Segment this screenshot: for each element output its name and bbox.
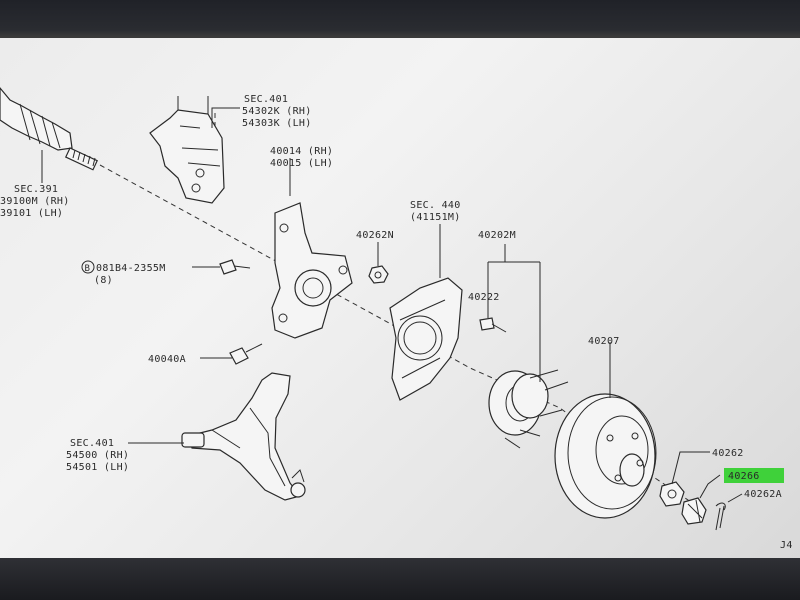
leader-sec401-top — [211, 107, 240, 128]
cap-40266-part — [681, 497, 707, 525]
label-40262A: 40262A — [744, 489, 782, 500]
label-sec401-top-ref: SEC.401 — [244, 94, 288, 105]
label-sec401-top-lh: 54303K (LH) — [242, 118, 312, 129]
label-sec440-num: (41151M) — [410, 212, 461, 223]
label-40262: 40262 — [712, 448, 744, 459]
label-40040A: 40040A — [148, 354, 186, 365]
label-knuckle-rh: 40014 (RH) — [270, 146, 333, 157]
label-sec401-bot-lh: 54501 (LH) — [66, 462, 129, 473]
bolt-081B4-part — [219, 259, 251, 275]
label-sec401-bot-ref: SEC.401 — [70, 438, 114, 449]
cotter-pin-40262A-part — [715, 502, 726, 531]
leader-40262A — [727, 493, 743, 503]
label-sec440-ref: SEC. 440 — [410, 200, 461, 211]
monitor-bottom-bezel — [0, 558, 800, 600]
brake-rotor-part — [554, 393, 657, 519]
leader-40262 — [671, 451, 710, 485]
wheel-hub-part — [488, 369, 569, 449]
nut-40262-part — [659, 481, 685, 507]
label-sec391-ref: SEC.391 — [14, 184, 58, 195]
brake-backing-plate-part — [389, 277, 463, 401]
label-40262N: 40262N — [356, 230, 394, 241]
leader-40266 — [699, 474, 721, 499]
parts-diagram-page: SEC.401 54302K (RH) 54303K (LH) 40014 (R… — [0, 38, 800, 558]
label-40207: 40207 — [588, 336, 620, 347]
label-knuckle-lh: 40015 (LH) — [270, 158, 333, 169]
label-sec391-rh: 39100M (RH) — [0, 196, 70, 207]
page-code: J4 — [780, 540, 793, 551]
part-highlight-marker — [724, 468, 784, 483]
label-40202M: 40202M — [478, 230, 516, 241]
label-40266: 40266 — [728, 471, 760, 482]
bolt-40040A-part — [229, 343, 263, 365]
drive-shaft-part — [0, 87, 98, 171]
label-bolt-code: 081B4-2355M — [96, 263, 166, 274]
label-sec401-top-rh: 54302K (RH) — [242, 106, 312, 117]
bolt-marker-letter: B — [85, 264, 91, 274]
nut-40262N-part — [368, 265, 389, 284]
label-40222: 40222 — [468, 292, 500, 303]
bolt-marker-circle — [81, 260, 95, 274]
steering-knuckle-part — [271, 202, 353, 339]
lower-control-arm-part — [181, 372, 306, 501]
label-sec401-bot-rh: 54500 (RH) — [66, 450, 129, 461]
label-sec391-lh: 39101 (LH) — [0, 208, 63, 219]
leader-40202M — [487, 244, 541, 382]
bolt-40222-part — [479, 317, 507, 333]
label-bolt-qty: (8) — [94, 275, 113, 286]
exploded-parts-diagram: SEC.401 54302K (RH) 54303K (LH) 40014 (R… — [0, 87, 793, 551]
upper-bracket-part — [149, 96, 225, 204]
